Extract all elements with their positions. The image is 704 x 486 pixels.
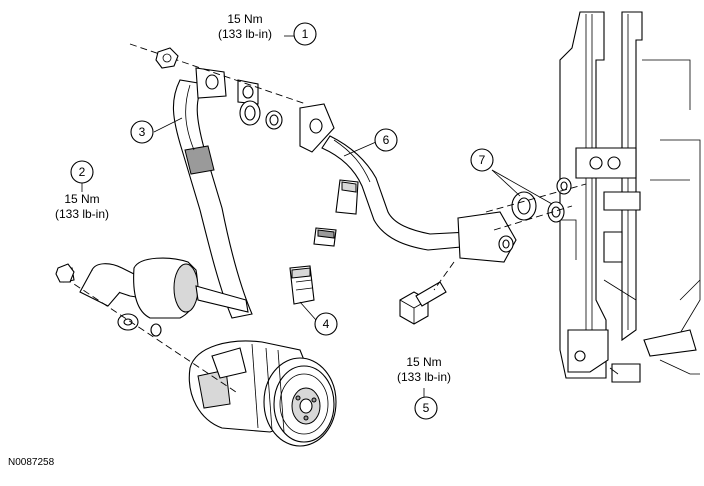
suction-line bbox=[172, 67, 283, 319]
callout-1-number: 1 bbox=[302, 27, 309, 41]
callout-5-number: 5 bbox=[423, 401, 430, 415]
callout-7: 7 bbox=[470, 148, 494, 172]
callout-4-number: 4 bbox=[323, 317, 330, 331]
callout-2-torque-lbin: (133 lb-in) bbox=[55, 207, 109, 221]
callout-1-torque-lbin: (133 lb-in) bbox=[218, 27, 272, 41]
callout-5: 15 Nm (133 lb-in) 5 bbox=[397, 355, 451, 420]
figure-id: N0087258 bbox=[8, 457, 55, 468]
callout-4: 4 bbox=[314, 312, 338, 336]
callout-6: 6 bbox=[374, 128, 398, 152]
callout-2-torque-nm: 15 Nm bbox=[64, 192, 99, 206]
leader-lines bbox=[81, 35, 553, 398]
callout-3-number: 3 bbox=[139, 125, 146, 139]
ac-compressor bbox=[188, 340, 337, 447]
callout-5-torque-nm: 15 Nm bbox=[406, 355, 441, 369]
nut-1 bbox=[155, 47, 179, 69]
callout-1-torque-nm: 15 Nm bbox=[227, 12, 262, 26]
callout-5-torque-lbin: (133 lb-in) bbox=[397, 370, 451, 384]
pressure-sensor bbox=[289, 265, 315, 305]
callout-6-number: 6 bbox=[383, 133, 390, 147]
callout-1: 15 Nm (133 lb-in) 1 bbox=[218, 12, 317, 46]
muffler-line bbox=[61, 257, 249, 337]
callout-3: 3 bbox=[130, 120, 154, 144]
nut-2 bbox=[55, 263, 75, 283]
callout-2-number: 2 bbox=[79, 165, 86, 179]
assembly-axes bbox=[55, 43, 587, 393]
bolt-5 bbox=[399, 281, 447, 325]
discharge-line bbox=[299, 103, 517, 263]
callout-7-number: 7 bbox=[479, 153, 486, 167]
callout-2: 2 15 Nm (133 lb-in) bbox=[55, 160, 109, 221]
o-ring-seals bbox=[511, 177, 572, 223]
radiator-support-frame bbox=[559, 11, 701, 383]
